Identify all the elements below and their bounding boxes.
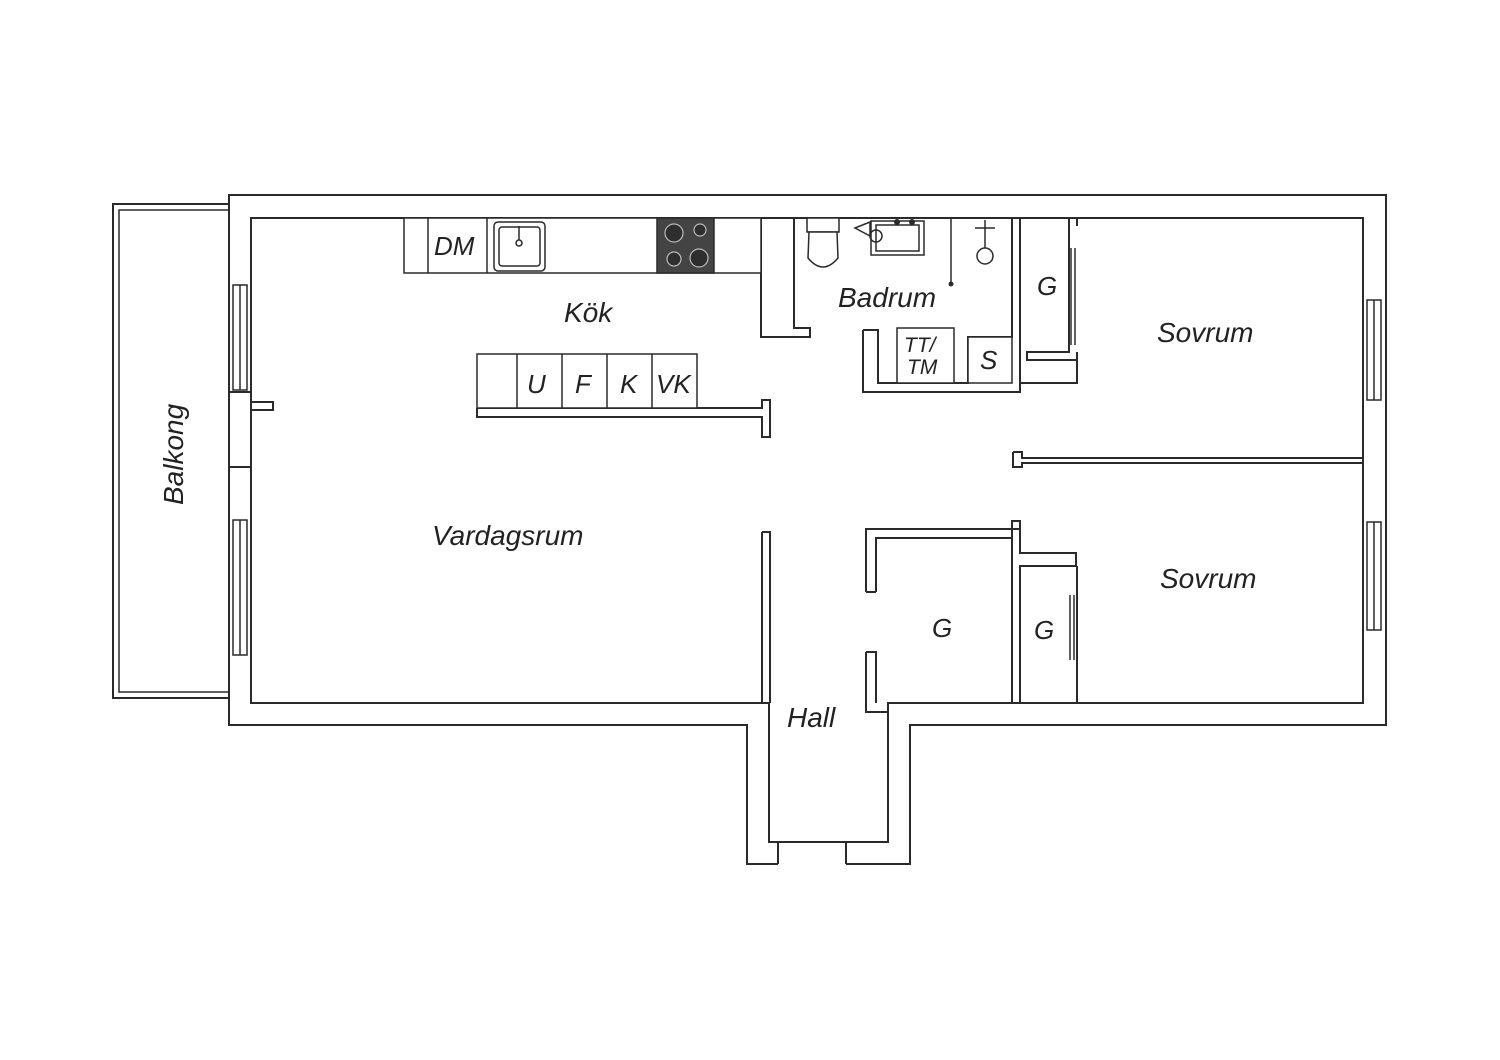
label-fridge-f: F (575, 369, 593, 399)
label-sovrum-top: Sovrum (1157, 317, 1253, 348)
kitchen-sink-icon (493, 221, 546, 272)
label-sovrum-bottom: Sovrum (1160, 563, 1256, 594)
washbasin-icon (853, 219, 925, 256)
label-fridge-k: K (620, 369, 639, 399)
washer-dryer-unit (896, 327, 955, 384)
interior-walls (476, 218, 1363, 713)
label-badrum: Badrum (838, 282, 936, 313)
closet-door-top (1070, 248, 1076, 345)
label-closet-bottom: G (1034, 615, 1054, 645)
label-kok: Kök (564, 297, 614, 328)
label-tt: TT/ (904, 334, 938, 357)
window-left-bottom (230, 519, 250, 656)
label-hall: Hall (787, 702, 836, 733)
balcony-door (230, 391, 274, 468)
window-left-top (230, 284, 250, 391)
entrance-door (777, 843, 847, 865)
label-closet-center: G (932, 613, 952, 643)
label-freezer: U (527, 369, 546, 399)
closet-door-bottom (1069, 595, 1075, 660)
outer-wall (228, 194, 1387, 865)
stove-icon (656, 217, 715, 274)
shower-icon (948, 218, 995, 287)
appliance-row (476, 353, 698, 409)
label-s: S (980, 345, 998, 375)
label-tm: TM (907, 356, 938, 379)
toilet-icon (806, 217, 840, 268)
window-right-top (1364, 299, 1385, 401)
window-right-bottom (1364, 521, 1385, 631)
label-vardagsrum: Vardagsrum (432, 520, 583, 551)
label-closet-top: G (1037, 271, 1057, 301)
sink-unit (967, 336, 1013, 384)
label-oven: VK (656, 369, 692, 399)
label-dishwasher: DM (434, 231, 475, 261)
label-balkong: Balkong (158, 403, 189, 505)
